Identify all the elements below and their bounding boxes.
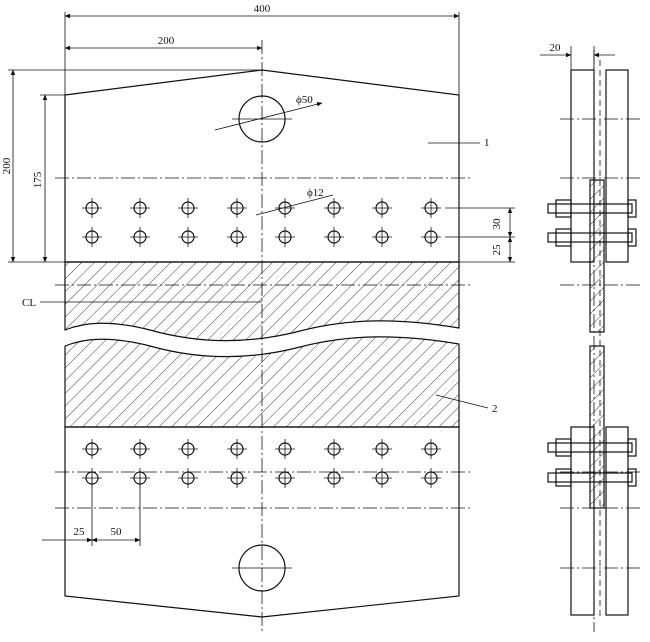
part-1-callout: 1 [428,137,490,149]
dim-25-label: 25 [491,244,503,256]
upper-bolt-hole [275,227,295,247]
leader-phi12: ϕ12 [255,187,334,216]
large-hole-lower [232,544,292,592]
upper-plate [64,69,460,263]
lower-bolt-hole [130,439,150,459]
lower-bolt-hole [227,439,247,459]
dim-bolt-spacing-bottom: 25 50 [42,478,141,546]
dim-total-height: 200 [1,69,262,263]
upper-bolt-hole [421,198,441,218]
upper-bolt-hole [130,198,150,218]
side-bolt-upper-2 [547,228,637,247]
phi12-label: ϕ12 [307,187,324,199]
lower-bolt-hole [324,468,344,488]
lower-bolt-hole [275,468,295,488]
side-bolt-lower-1 [547,438,637,457]
side-bolt-upper-1 [547,199,637,218]
lower-bolt-hole [178,468,198,488]
part-2-label: 2 [492,403,498,415]
upper-bolt-hole [82,227,102,247]
lower-plate [64,426,460,618]
dim-30-label: 30 [491,218,503,230]
upper-bolt-hole [178,227,198,247]
lower-bolt-holes [82,439,441,488]
upper-bolt-hole [372,198,392,218]
leader-phi50: ϕ50 [214,94,323,131]
upper-bolt-hole [421,227,441,247]
lower-bolt-hole [372,439,392,459]
dim-hole-row-height: 175 [32,94,65,263]
upper-bolt-hole [178,198,198,218]
lower-bolt-hole [421,468,441,488]
large-hole-upper [232,95,292,143]
dim-200-label: 200 [158,35,175,47]
upper-bolt-holes [82,198,441,247]
lower-bolt-hole [227,468,247,488]
dim-row-spacing: 30 25 [445,207,515,263]
side-bolt-lower-2 [547,468,637,487]
dim-half-width: 200 [64,35,263,51]
dim-overall-width: 400 [64,3,460,95]
upper-bolt-hole [130,227,150,247]
lower-bolt-hole [178,439,198,459]
side-view: 20 [540,42,640,632]
upper-bolt-hole [227,227,247,247]
upper-bolt-hole [324,227,344,247]
upper-bolt-hole [82,198,102,218]
upper-bolt-hole [275,198,295,218]
lower-bolt-hole [421,439,441,459]
part-2-callout: 2 [435,394,498,415]
centerline-label: CL [22,297,36,309]
lower-bolt-hole [372,468,392,488]
dim-20-label: 20 [550,42,562,54]
upper-bolt-hole [324,198,344,218]
upper-bolt-hole [227,198,247,218]
dim-175-label: 175 [32,171,44,188]
dim-200-height-label: 200 [1,157,13,174]
plate-center-lines [55,40,470,632]
centerline-callout: CL [22,297,262,309]
lower-bolt-hole [275,439,295,459]
upper-bolt-hole [372,227,392,247]
part-1-label: 1 [484,137,490,149]
phi50-label: ϕ50 [296,94,313,106]
dim-25-bottom-label: 25 [74,526,86,538]
lower-bolt-hole [324,439,344,459]
dim-400-label: 400 [254,3,271,15]
lower-bolt-hole [82,439,102,459]
dim-50-label: 50 [111,526,123,538]
hatched-section-upper [64,261,460,342]
